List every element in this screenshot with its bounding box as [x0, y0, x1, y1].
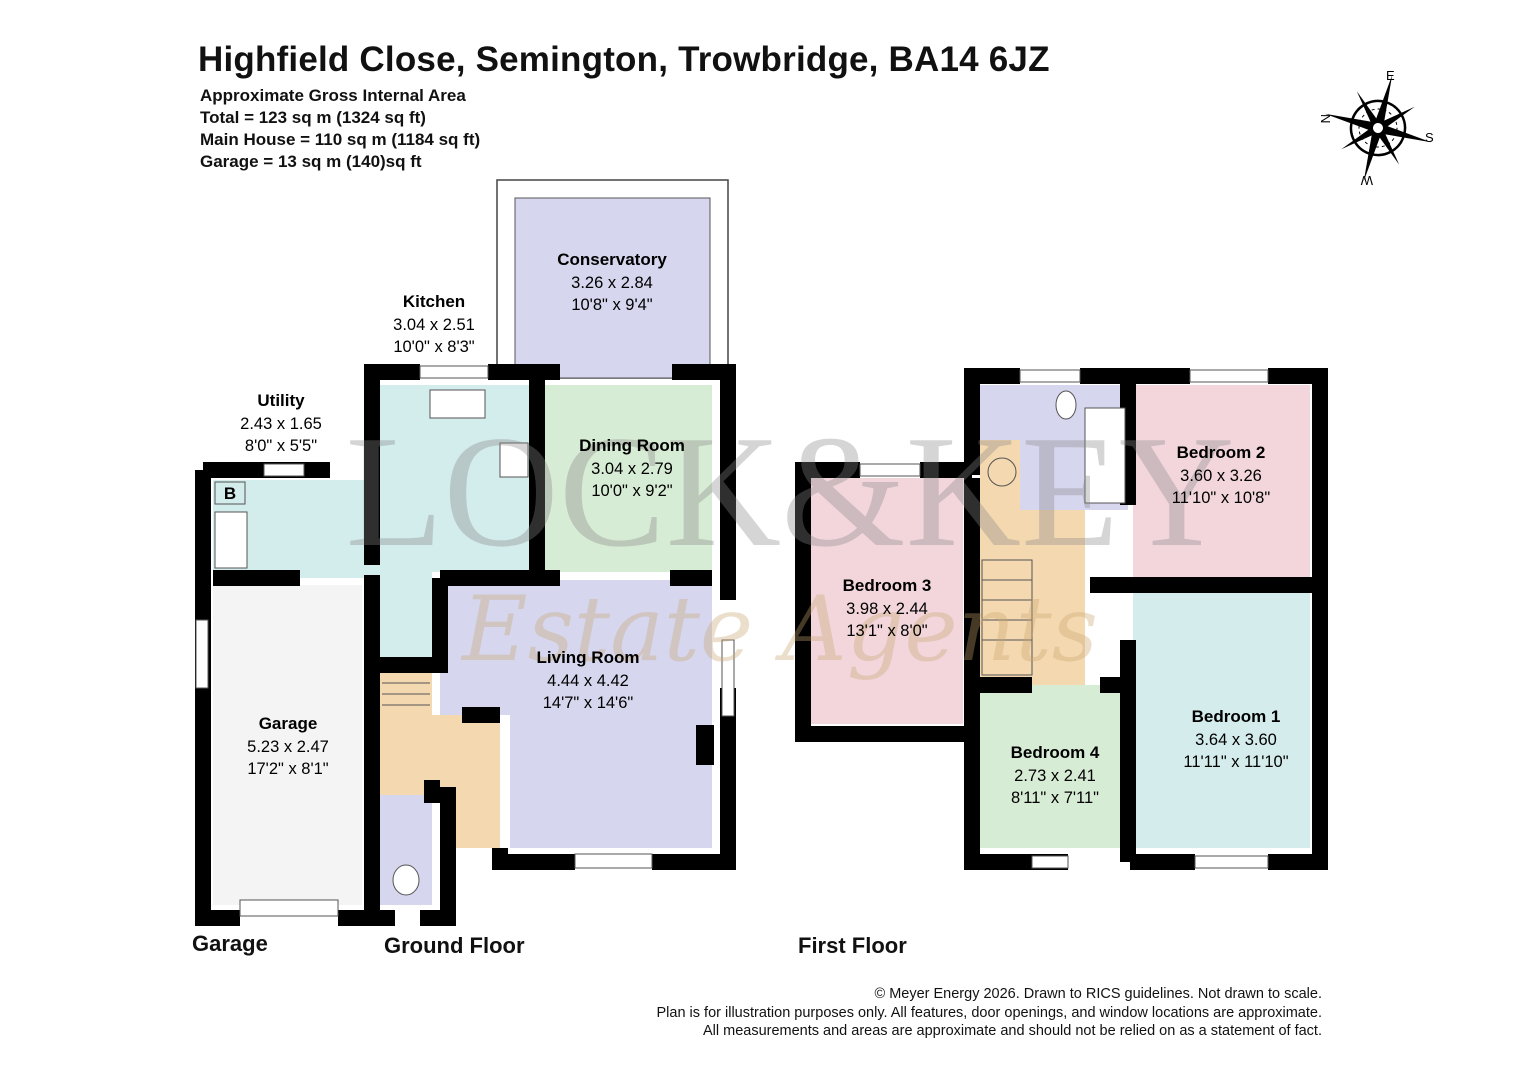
- hob-icon: [499, 442, 529, 478]
- window: [1031, 855, 1069, 869]
- dining-name: Dining Room: [579, 436, 685, 455]
- bedroom1-metric: 3.64 x 3.60: [1195, 731, 1277, 749]
- floor-label-garage: Garage: [192, 931, 268, 956]
- floor-label-ground: Ground Floor: [384, 933, 525, 958]
- dining-metric: 3.04 x 2.79: [591, 460, 673, 478]
- kitchen-sink-icon: [429, 389, 486, 419]
- bedroom2-name: Bedroom 2: [1177, 443, 1266, 462]
- dining-imperial: 10'0" x 9'2": [591, 482, 672, 500]
- conservatory-name: Conservatory: [557, 250, 667, 269]
- room-conservatory: [514, 197, 711, 379]
- floor-label-first: First Floor: [798, 933, 907, 958]
- utility-sink-icon: [214, 511, 248, 569]
- kitchen-metric: 3.04 x 2.51: [393, 316, 475, 334]
- bath-icon: [1084, 407, 1126, 504]
- area-heading: Approximate Gross Internal Area: [200, 86, 466, 105]
- utility-imperial: 8'0" x 5'5": [245, 437, 317, 455]
- bedroom4-imperial: 8'11" x 7'11": [1011, 789, 1099, 807]
- window: [574, 853, 653, 869]
- window: [1019, 369, 1081, 383]
- room-garage: [213, 585, 362, 905]
- toilet-icon: [1055, 390, 1077, 420]
- bedroom1-name: Bedroom 1: [1192, 707, 1281, 726]
- room-bedroom-3: [811, 478, 963, 724]
- room-dining: [542, 385, 712, 572]
- bedroom4-metric: 2.73 x 2.41: [1014, 767, 1096, 785]
- window: [1194, 855, 1269, 869]
- kitchen-imperial: 10'0" x 8'3": [393, 338, 474, 356]
- compass-n: N: [1318, 114, 1333, 123]
- window: [419, 365, 489, 379]
- area-summary: Approximate Gross Internal Area Total = …: [200, 85, 480, 173]
- kitchen-name: Kitchen: [403, 292, 465, 311]
- boiler-box: [214, 481, 246, 505]
- loft-hatch-icon: [987, 457, 1017, 487]
- compass-w: W: [1360, 173, 1373, 188]
- bedroom4-name: Bedroom 4: [1011, 743, 1100, 762]
- ground-floor: B: [195, 179, 736, 926]
- room-bedroom-2: [1133, 385, 1310, 577]
- bedroom2-metric: 3.60 x 3.26: [1180, 467, 1262, 485]
- room-living: [440, 580, 712, 848]
- disclaimer: © Meyer Energy 2026. Drawn to RICS guide…: [657, 985, 1323, 1041]
- garage-imperial: 17'2" x 8'1": [247, 760, 328, 778]
- area-garage: Garage = 13 sq m (140)sq ft: [200, 152, 422, 171]
- toilet-icon: [392, 864, 420, 896]
- room-labels: Conservatory 3.26 x 2.84 10'8" x 9'4" Ki…: [240, 250, 1289, 807]
- chimney-breast: [696, 725, 714, 765]
- room-passage: [380, 572, 432, 666]
- conservatory-metric: 3.26 x 2.84: [571, 274, 653, 292]
- utility-name: Utility: [257, 391, 305, 410]
- bedroom3-imperial: 13'1" x 8'0": [846, 622, 927, 640]
- living-imperial: 14'7" x 14'6": [543, 694, 634, 712]
- first-floor: [795, 368, 1328, 870]
- bedroom3-name: Bedroom 3: [843, 576, 932, 595]
- compass-s: S: [1425, 130, 1434, 145]
- utility-metric: 2.43 x 1.65: [240, 415, 322, 433]
- room-bedroom-4: [980, 685, 1128, 848]
- compass-e: E: [1386, 68, 1395, 83]
- page-title: Highfield Close, Semington, Trowbridge, …: [198, 40, 1050, 79]
- window: [1189, 369, 1269, 383]
- bedroom3-metric: 3.98 x 2.44: [846, 600, 928, 618]
- ground-walls: [195, 364, 736, 926]
- compass-rose-icon: [1324, 74, 1432, 182]
- window: [239, 899, 339, 917]
- watermark-logo: LOCK&KEY Estate Agents: [346, 402, 1235, 682]
- room-bedroom-1: [1133, 585, 1310, 848]
- disclaimer-line: All measurements and areas are approxima…: [702, 1023, 1322, 1039]
- area-total: Total = 123 sq m (1324 sq ft): [200, 108, 426, 127]
- window: [195, 619, 209, 689]
- living-metric: 4.44 x 4.42: [547, 672, 629, 690]
- conservatory-imperial: 10'8" x 9'4": [571, 296, 652, 314]
- stairs-icon: [981, 559, 1033, 676]
- svg-text:LOCK&KEY: LOCK&KEY: [346, 402, 1235, 580]
- window: [859, 463, 921, 477]
- stairs-icon: [382, 682, 430, 706]
- living-name: Living Room: [537, 648, 640, 667]
- first-walls: [795, 368, 1328, 870]
- window: [263, 463, 305, 477]
- bedroom1-imperial: 11'11" x 11'10": [1183, 753, 1288, 771]
- garage-metric: 5.23 x 2.47: [247, 738, 329, 756]
- area-main-house: Main House = 110 sq m (1184 sq ft): [200, 130, 481, 149]
- garage-name: Garage: [259, 714, 318, 733]
- svg-text:Estate Agents: Estate Agents: [460, 577, 1098, 682]
- boiler-label: B: [224, 484, 236, 503]
- bedroom2-imperial: 11'10" x 10'8": [1172, 489, 1271, 507]
- copyright: © Meyer Energy 2026. Drawn to RICS guide…: [874, 986, 1322, 1002]
- disclaimer-line: Plan is for illustration purposes only. …: [656, 1004, 1323, 1021]
- window: [721, 639, 735, 717]
